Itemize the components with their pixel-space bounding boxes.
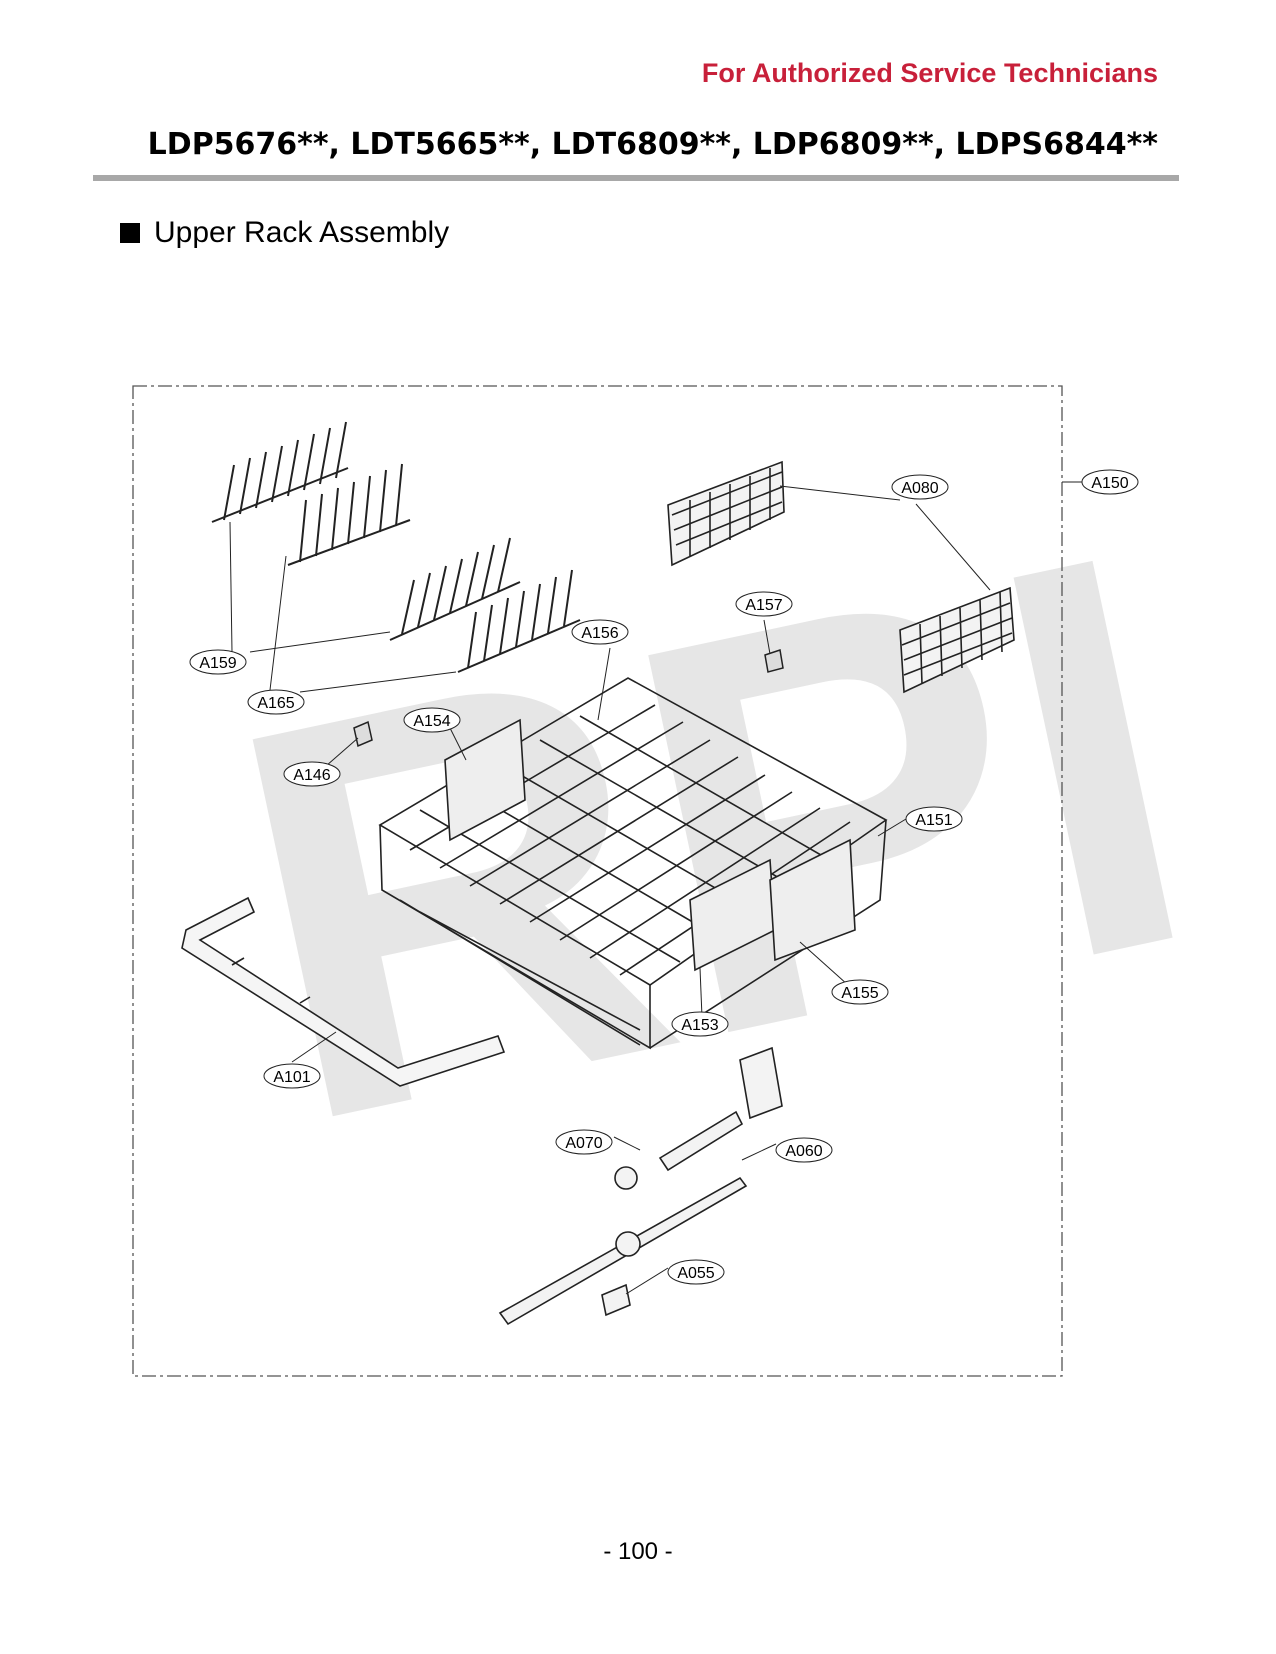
- section-heading: Upper Rack Assembly: [120, 216, 449, 250]
- callout-a055: A055: [667, 1259, 725, 1285]
- callout-a151: A151: [905, 806, 963, 832]
- spray-arm-parts: [498, 1046, 783, 1326]
- callout-a159: A159: [189, 649, 247, 675]
- header-divider: [93, 175, 1179, 181]
- callout-label: A070: [565, 1135, 602, 1152]
- callout-label: A151: [915, 812, 952, 829]
- small-clip-parts: [353, 649, 784, 748]
- callout-a146: A146: [283, 761, 341, 787]
- callout-a165: A165: [247, 689, 305, 715]
- callout-a101: A101: [263, 1063, 321, 1089]
- callout-label: A060: [785, 1143, 822, 1160]
- callout-label: A055: [677, 1265, 714, 1282]
- callout-a150: A150: [1081, 469, 1139, 495]
- callout-label: A153: [681, 1017, 718, 1034]
- assembly-boundary: [132, 385, 1063, 1377]
- tine-holder-parts: [667, 460, 1015, 694]
- rpi-watermark: RPI: [191, 434, 1234, 1240]
- page-number: - 100 -: [603, 1538, 673, 1565]
- callout-a153: A153: [671, 1011, 729, 1037]
- callout-label: A156: [581, 625, 618, 642]
- square-bullet-icon: [120, 223, 140, 243]
- callout-label: A165: [257, 695, 294, 712]
- callout-label: A157: [745, 597, 782, 614]
- callout-a156: A156: [571, 619, 629, 645]
- cup-shelf-parts: [211, 421, 581, 673]
- leader-lines: [229, 481, 1082, 1295]
- callout-a070: A070: [555, 1129, 613, 1155]
- callout-a060: A060: [775, 1137, 833, 1163]
- callout-label: A146: [293, 767, 330, 784]
- callout-a155: A155: [831, 979, 889, 1005]
- callout-a157: A157: [735, 591, 793, 617]
- authorized-technicians-label: For Authorized Service Technicians: [701, 58, 1158, 88]
- callout-label: A080: [901, 480, 938, 497]
- callout-label: A154: [413, 713, 450, 730]
- callout-label: A159: [199, 655, 236, 672]
- section-title: Upper Rack Assembly: [154, 216, 450, 249]
- callout-label: A150: [1091, 475, 1128, 492]
- model-numbers-heading: LDP5676**, LDT5665**, LDT6809**, LDP6809…: [147, 127, 1158, 162]
- callout-a154: A154: [403, 707, 461, 733]
- callout-a080: A080: [891, 474, 949, 500]
- rack-handle: [181, 896, 506, 1087]
- upper-rack-basket: [378, 677, 888, 1050]
- callout-label: A155: [841, 985, 878, 1002]
- callout-label: A101: [273, 1069, 310, 1086]
